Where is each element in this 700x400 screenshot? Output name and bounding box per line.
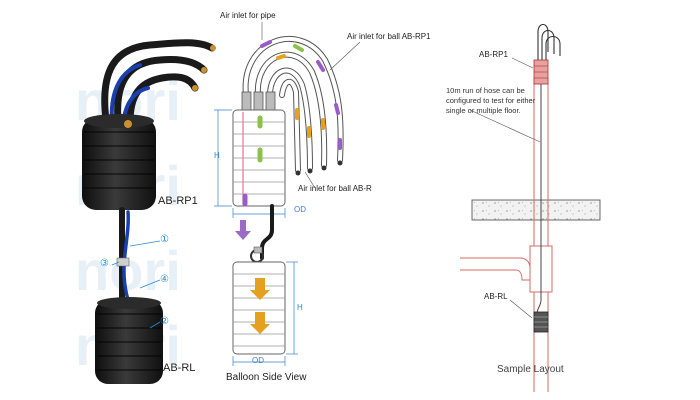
valve-stems bbox=[241, 91, 276, 111]
upper-balloon-side bbox=[232, 109, 286, 207]
layout-note: 10m run of hose can be configured to tes… bbox=[446, 86, 536, 115]
callout-leaders bbox=[111, 240, 161, 329]
dim-od-upper: OD bbox=[294, 205, 306, 214]
lower-test-ball bbox=[95, 297, 163, 384]
side-view-leaders bbox=[261, 22, 361, 189]
side-view-caption: Balloon Side View bbox=[226, 372, 307, 383]
layout-upper-ball-label: AB-RP1 bbox=[479, 50, 508, 59]
brass-fitting-icon bbox=[201, 67, 207, 73]
side-view-hoses bbox=[242, 36, 344, 173]
layout-caption: Sample Layout bbox=[497, 364, 564, 375]
connection-hose bbox=[116, 207, 130, 303]
air-inlet-ball-r-label: Air inlet for ball AB-R bbox=[298, 184, 372, 193]
callout-2: ② bbox=[160, 316, 169, 327]
callout-4: ④ bbox=[160, 274, 169, 285]
photo-lower-ball-label: AB-RL bbox=[163, 362, 196, 374]
callout-1: ① bbox=[160, 234, 169, 245]
dim-h-upper: H bbox=[214, 151, 220, 160]
layout-leaders bbox=[469, 57, 541, 319]
callout-3: ③ bbox=[100, 258, 109, 269]
hose-color-marks bbox=[260, 40, 342, 150]
upper-ball-hoses bbox=[101, 39, 216, 130]
upper-test-ball bbox=[82, 114, 156, 210]
upper-dimensions bbox=[214, 109, 286, 218]
transition-arrow-icon bbox=[235, 220, 251, 240]
dim-h-lower: H bbox=[297, 303, 303, 312]
hose-end-caps bbox=[295, 160, 343, 176]
layout-lower-ball bbox=[533, 84, 549, 333]
branch-pipe bbox=[460, 257, 531, 281]
photo-upper-ball-label: AB-RP1 bbox=[158, 195, 198, 207]
layout-upper-ball bbox=[533, 59, 549, 85]
air-inlet-pipe-label: Air inlet for pipe bbox=[220, 11, 276, 20]
svg-text:nori: nori bbox=[75, 239, 181, 302]
brass-fitting-icon bbox=[210, 45, 216, 51]
lower-dimensions bbox=[232, 261, 298, 366]
dim-od-lower: OD bbox=[252, 356, 264, 365]
lower-balloon-side bbox=[232, 261, 286, 355]
brass-fitting-icon bbox=[192, 85, 198, 91]
floor-slab bbox=[471, 199, 601, 221]
layout-lower-ball-label: AB-RL bbox=[484, 292, 508, 301]
air-inlet-ball-rp1-label: Air inlet for ball AB-RP1 bbox=[347, 32, 431, 41]
layout-hoses bbox=[537, 23, 561, 64]
